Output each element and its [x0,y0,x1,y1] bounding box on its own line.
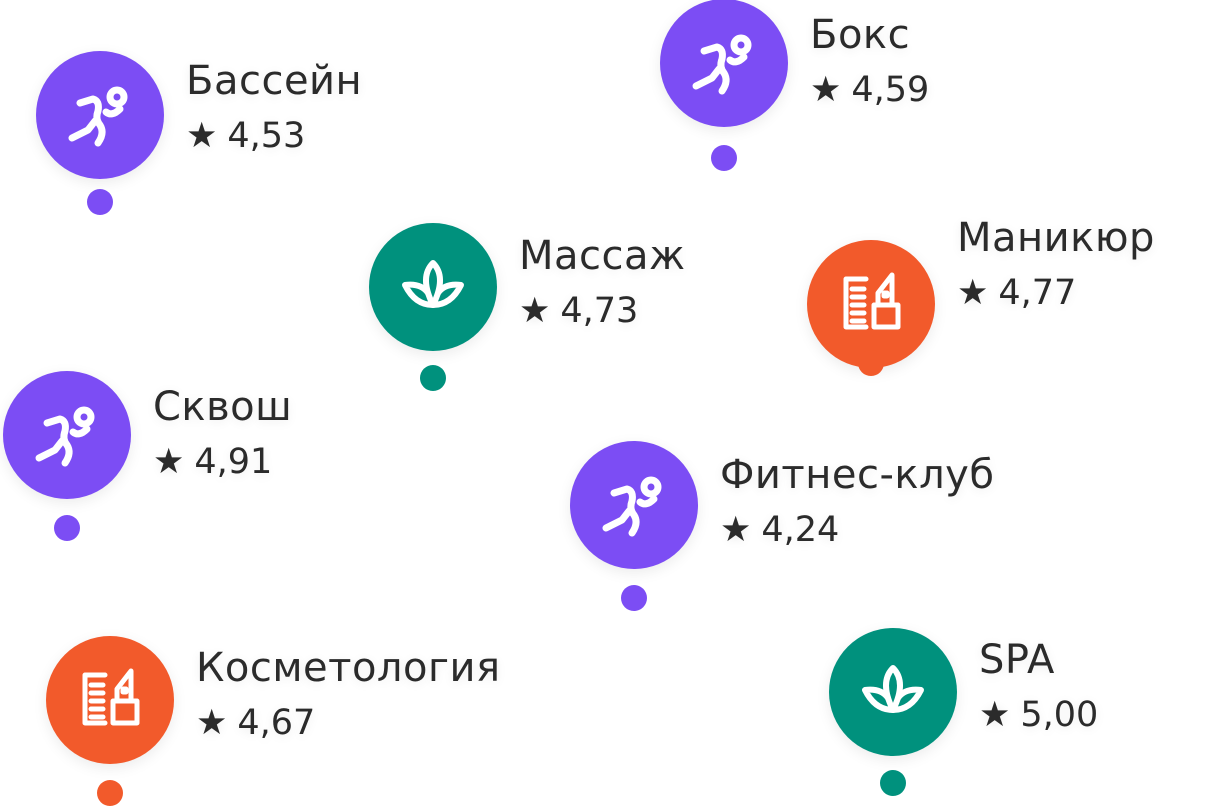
pin-location-dot [880,770,906,796]
rating-value: 4,59 [851,70,930,110]
place-name: Массаж [519,233,686,279]
place-rating: ★5,00 [979,692,1098,738]
place-rating: ★4,53 [186,113,362,159]
place-name: SPA [979,637,1055,683]
rating-value: 4,91 [194,442,273,482]
place-rating: ★4,59 [810,67,929,113]
pin-marker[interactable] [46,636,174,764]
map-pin[interactable]: Массаж ★4,73 [369,223,685,391]
map-pin[interactable]: Бокс ★4,59 [660,0,929,171]
pin-marker[interactable] [570,441,698,569]
pin-location-dot [54,515,80,541]
runner-icon [684,23,764,103]
place-name: Сквош [153,384,293,430]
lotus-icon [855,654,931,730]
pin-location-dot [858,350,884,376]
runner-icon [27,395,107,475]
star-icon: ★ [153,442,185,482]
place-rating: ★4,73 [519,288,686,334]
pin-marker[interactable] [660,0,788,127]
star-icon: ★ [810,70,842,110]
star-icon: ★ [519,291,551,331]
place-rating: ★4,77 [957,270,1155,316]
place-label[interactable]: Сквош ★4,91 [153,383,292,485]
star-icon: ★ [720,510,752,550]
pin-marker[interactable] [369,223,497,351]
map-pin[interactable]: SPA ★5,00 [829,628,1098,796]
star-icon: ★ [196,703,228,743]
star-icon: ★ [957,273,989,313]
runner-icon [594,465,674,545]
place-rating: ★4,67 [196,700,501,746]
map-pin[interactable]: Сквош ★4,91 [3,371,292,541]
map-pin[interactable]: Фитнес-клуб ★4,24 [570,441,994,611]
place-label[interactable]: Косметология ★4,67 [196,644,501,746]
place-name: Косметология [196,645,501,691]
comb-lipstick-icon [75,665,145,735]
pin-location-dot [621,585,647,611]
place-name: Бассейн [186,58,363,104]
runner-icon [60,75,140,155]
lotus-icon [395,249,471,325]
pin-marker[interactable] [36,51,164,179]
place-label[interactable]: Бассейн ★4,53 [186,57,362,159]
pin-marker[interactable] [807,240,935,368]
map-pin[interactable]: Косметология ★4,67 [46,636,500,806]
place-label[interactable]: SPA ★5,00 [979,636,1098,738]
place-label[interactable]: Бокс ★4,59 [810,11,929,113]
rating-value: 4,67 [237,703,316,743]
pin-marker[interactable] [3,371,131,499]
rating-value: 4,73 [560,291,639,331]
place-label[interactable]: Фитнес-клуб ★4,24 [720,451,994,553]
star-icon: ★ [186,116,218,156]
star-icon: ★ [979,695,1011,735]
map-pin[interactable]: Маникюр ★4,77 [807,215,1154,376]
place-label[interactable]: Маникюр ★4,77 [957,214,1155,316]
place-name: Маникюр [957,215,1155,261]
place-rating: ★4,91 [153,439,292,485]
place-label[interactable]: Массаж ★4,73 [519,232,686,334]
rating-value: 4,77 [998,273,1077,313]
place-rating: ★4,24 [720,507,994,553]
rating-value: 4,53 [227,116,306,156]
pin-location-dot [711,145,737,171]
pin-location-dot [87,189,113,215]
rating-value: 4,24 [761,510,840,550]
pin-location-dot [420,365,446,391]
rating-value: 5,00 [1020,695,1099,735]
comb-lipstick-icon [836,269,906,339]
map-pin[interactable]: Бассейн ★4,53 [36,51,362,215]
place-name: Бокс [810,12,911,58]
place-name: Фитнес-клуб [720,452,995,498]
pin-marker[interactable] [829,628,957,756]
pin-location-dot [97,780,123,806]
